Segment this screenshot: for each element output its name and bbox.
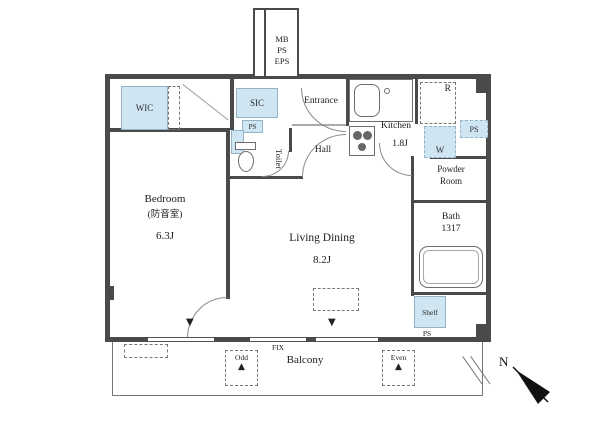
hall-label: Hall bbox=[314, 145, 332, 156]
living-window-marker: ▼ bbox=[328, 317, 336, 328]
hatch-odd-box: Odd ▲ bbox=[225, 350, 258, 386]
shaft-labels: MB PS EPS bbox=[267, 34, 297, 67]
wall-kitchen-right bbox=[415, 76, 418, 124]
hatch-even-marker: ▲ bbox=[395, 362, 402, 372]
shaft-label-mb: MB bbox=[275, 34, 289, 44]
kitchen-label: Kitchen bbox=[380, 121, 412, 132]
bathtub bbox=[419, 246, 483, 288]
fix-window bbox=[250, 337, 306, 342]
bath-size-label: 1317 bbox=[441, 223, 461, 234]
stove-burner-3 bbox=[358, 143, 366, 151]
shelf-box: Shelf bbox=[414, 296, 446, 328]
balcony-outline bbox=[112, 342, 483, 396]
fridge-space: R bbox=[420, 82, 456, 124]
closet-diagonal-line bbox=[182, 84, 229, 121]
living-floor-marker bbox=[313, 288, 359, 311]
toilet-tank bbox=[235, 142, 256, 150]
bedroom-note-label: (防音室) bbox=[147, 210, 183, 221]
wall-living-wet bbox=[411, 156, 414, 296]
entrance-label: Entrance bbox=[304, 96, 338, 107]
kitchen-size-label: 1.8J bbox=[392, 139, 408, 150]
ps-shelf-label: PS bbox=[422, 329, 432, 339]
ps-right-label: PS bbox=[469, 124, 479, 134]
compass-icon: N bbox=[499, 354, 550, 404]
powder-room-label-line1: Powder bbox=[437, 163, 465, 174]
shaft-box: MB PS EPS bbox=[253, 8, 299, 78]
toilet-bowl bbox=[238, 151, 254, 172]
bathtub-inner bbox=[423, 250, 479, 284]
kitchen-faucet bbox=[384, 88, 390, 94]
hatch-odd-label: Odd bbox=[235, 353, 248, 362]
shelf-label: Shelf bbox=[422, 307, 438, 317]
compass: N bbox=[498, 352, 560, 412]
ps-entry-label: PS bbox=[248, 122, 257, 131]
pillar-left bbox=[105, 286, 114, 300]
washer-label: W bbox=[435, 145, 445, 155]
shaft-label-ps: PS bbox=[277, 45, 287, 55]
wall-entrance-kitchen bbox=[346, 76, 349, 126]
powder-room-label-line2: Room bbox=[439, 175, 462, 186]
wall-toilet-bottom bbox=[226, 176, 292, 179]
living-dining-label: Living Dining bbox=[289, 231, 355, 244]
wall-hall-stub bbox=[289, 176, 303, 179]
wall-right bbox=[486, 74, 491, 342]
hatch-even-box: Even ▲ bbox=[382, 350, 415, 386]
washer-box: W bbox=[424, 126, 456, 158]
fridge-label: R bbox=[444, 84, 451, 94]
hatch-odd-marker: ▲ bbox=[238, 362, 245, 372]
balcony-left-marker bbox=[124, 344, 168, 358]
compass-needle-icon bbox=[516, 370, 550, 404]
wic-label: WIC bbox=[135, 103, 154, 113]
bedroom-window bbox=[148, 337, 214, 342]
hatch-even-label: Even bbox=[390, 353, 407, 362]
wic-box: WIC bbox=[121, 86, 168, 130]
bedroom-size-label: 6.3J bbox=[155, 229, 175, 242]
wall-toilet-right bbox=[289, 128, 292, 152]
wall-powder-top bbox=[430, 156, 490, 159]
fix-label: FIX bbox=[271, 343, 285, 353]
stove-burner-2 bbox=[363, 131, 372, 140]
wall-bedroom-living bbox=[226, 128, 230, 299]
entrance-step-line bbox=[292, 124, 346, 126]
compass-n-label: N bbox=[499, 354, 509, 369]
wall-closet-divider bbox=[230, 76, 234, 130]
wic-door-dashed bbox=[168, 86, 180, 130]
pillar-top-right bbox=[476, 79, 489, 93]
kitchen-sink bbox=[354, 84, 380, 117]
wall-powder-bath bbox=[411, 200, 490, 203]
sic-label: SIC bbox=[249, 98, 264, 108]
pillar-bottom-right bbox=[476, 324, 489, 340]
wall-bedroom-top bbox=[105, 128, 230, 132]
toilet-label: Toilet bbox=[274, 149, 284, 169]
bath-label: Bath bbox=[442, 211, 460, 222]
bedroom-label: Bedroom bbox=[144, 193, 186, 206]
stove-burner-1 bbox=[353, 131, 362, 140]
stove bbox=[349, 126, 375, 156]
balcony-label: Balcony bbox=[286, 354, 324, 367]
bedroom-window-marker: ▼ bbox=[186, 317, 194, 328]
ps-entry-box: PS bbox=[242, 120, 263, 133]
wall-left bbox=[105, 74, 110, 342]
wall-bath-bottom bbox=[411, 292, 490, 295]
shaft-divider bbox=[264, 10, 266, 76]
living-dining-size-label: 8.2J bbox=[312, 253, 332, 266]
sic-box: SIC bbox=[236, 88, 278, 118]
kitchen-counter bbox=[349, 79, 413, 122]
living-window bbox=[316, 337, 378, 342]
shaft-label-eps: EPS bbox=[274, 56, 290, 66]
ps-right-box: PS bbox=[460, 120, 488, 138]
